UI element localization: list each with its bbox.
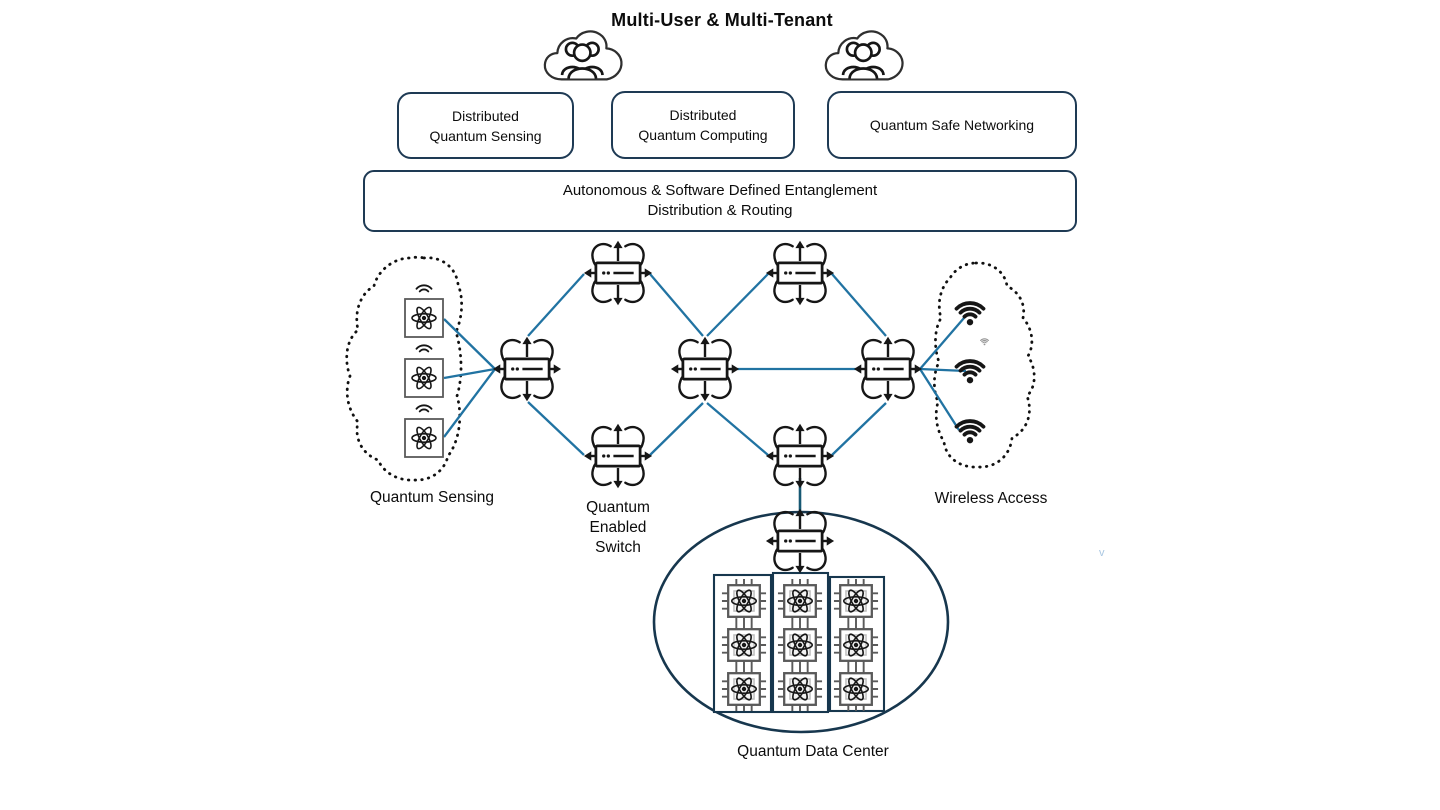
label-wireless-access: Wireless Access — [934, 490, 1048, 507]
quantum-chip-icon — [722, 579, 766, 623]
quantum-switch-icon-bottom-right — [765, 422, 835, 490]
link-ap1 — [919, 317, 965, 370]
link-topleft-center — [649, 273, 704, 337]
link-sensor3 — [443, 368, 496, 438]
label-quantum-sensing: Quantum Sensing — [369, 489, 495, 506]
wireless-access-points — [957, 303, 990, 443]
link-topright-edgeright — [831, 273, 887, 337]
link-ap3 — [919, 368, 960, 431]
multi-user-cloud-icon-left — [543, 30, 623, 81]
switch-links — [443, 273, 967, 515]
quantum-switch-icon-bottom-left — [583, 422, 653, 490]
tiny-wifi-icon — [979, 338, 990, 346]
label-quantum-data-center: Quantum Data Center — [737, 743, 889, 760]
signal-icon — [415, 404, 433, 413]
signal-icon — [415, 284, 433, 293]
multi-user-cloud-icon-right — [824, 30, 904, 81]
quantum-switch-icon-edge-left — [492, 335, 562, 403]
box-distributed-quantum-sensing: Distributed Quantum Sensing — [397, 92, 574, 159]
quantum-switch-icon-top-left — [583, 239, 653, 307]
label-quantum-enabled-switch: Quantum Enabled Switch — [586, 499, 650, 556]
quantum-chips — [722, 579, 878, 711]
quantum-chip-icon — [834, 623, 878, 667]
quantum-chip-icon — [834, 667, 878, 711]
quantum-sensors — [404, 284, 444, 458]
box-quantum-safe-networking: Quantum Safe Networking — [827, 91, 1077, 159]
wifi-icon — [957, 421, 984, 443]
quantum-switch-icon-data-center — [765, 507, 835, 575]
quantum-switch-icon-top-right — [765, 239, 835, 307]
quantum-chip-icon — [722, 623, 766, 667]
quantum-sensing-cloud-outline — [345, 255, 463, 482]
box-distributed-quantum-computing: Distributed Quantum Computing — [611, 91, 795, 159]
wireless-access-cloud-outline — [932, 261, 1036, 469]
stray-glyph: v — [1099, 547, 1105, 559]
quantum-chip-icon — [834, 579, 878, 623]
signal-icon — [415, 344, 433, 353]
quantum-switch-icon-center — [670, 335, 740, 403]
page-title: Multi-User & Multi-Tenant — [611, 10, 833, 30]
link-bottomright-edgeright — [831, 402, 887, 456]
link-sensor2 — [443, 367, 496, 380]
quantum-chip-icon — [722, 667, 766, 711]
link-center-bottomright — [706, 402, 769, 456]
link-sensor1 — [443, 318, 496, 370]
box-entanglement-distribution-routing: Autonomous & Software Defined Entangleme… — [363, 170, 1077, 232]
quantum-chip-icon — [778, 623, 822, 667]
wifi-icon — [957, 361, 984, 383]
quantum-chip-icon — [778, 667, 822, 711]
quantum-chip-icon — [778, 579, 822, 623]
link-ap2 — [919, 367, 967, 373]
link-edgeleft-topleft — [527, 273, 585, 337]
quantum-switch-icon-edge-right — [853, 335, 923, 403]
link-center-topright — [706, 273, 769, 337]
link-bottomleft-center — [649, 402, 704, 456]
link-edgeleft-bottomleft — [527, 401, 585, 456]
